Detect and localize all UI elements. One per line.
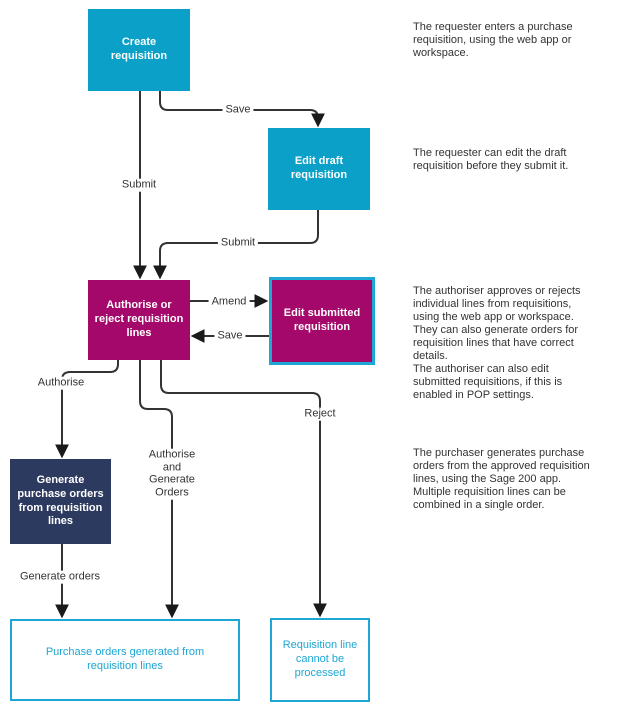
node-edit-submitted-requisition: Edit submitted requisition xyxy=(269,277,375,365)
edge-label-authorise-and-generate: Authorise and Generate Orders xyxy=(145,448,199,500)
annotation-requester-create: The requester enters a purchase requisit… xyxy=(413,21,573,59)
edge-authorise-and-generate xyxy=(139,360,179,619)
edge-authorise xyxy=(55,360,119,459)
annotation-requester-edit: The requester can edit the draft requisi… xyxy=(413,147,569,172)
node-edit-draft-requisition: Edit draft requisition xyxy=(268,128,370,210)
node-purchase-orders-generated: Purchase orders generated from requisiti… xyxy=(10,619,240,701)
edge-label-reject: Reject xyxy=(301,407,339,421)
edge-label-save-from-submitted: Save xyxy=(214,329,246,343)
edge-label-authorise: Authorise xyxy=(34,376,88,390)
edge-label-amend: Amend xyxy=(208,295,250,309)
node-create-requisition: Create requisition xyxy=(88,9,190,91)
edge-label-save-to-draft: Save xyxy=(222,103,254,117)
node-generate-purchase-orders: Generate purchase orders from requisitio… xyxy=(10,459,111,544)
edge-label-generate-orders: Generate orders xyxy=(16,570,104,584)
edge-label-submit-from-create: Submit xyxy=(118,178,160,192)
annotation-purchaser: The purchaser generates purchase orders … xyxy=(413,447,590,511)
edge-label-submit-from-draft: Submit xyxy=(217,236,259,250)
node-requisition-line-cannot-be-processed: Requisition line cannot be processed xyxy=(270,618,370,702)
node-authorise-reject-lines: Authorise or reject requisition lines xyxy=(88,280,190,360)
edge-reject xyxy=(160,360,327,618)
annotation-authoriser: The authoriser approves or rejects indiv… xyxy=(413,285,581,401)
